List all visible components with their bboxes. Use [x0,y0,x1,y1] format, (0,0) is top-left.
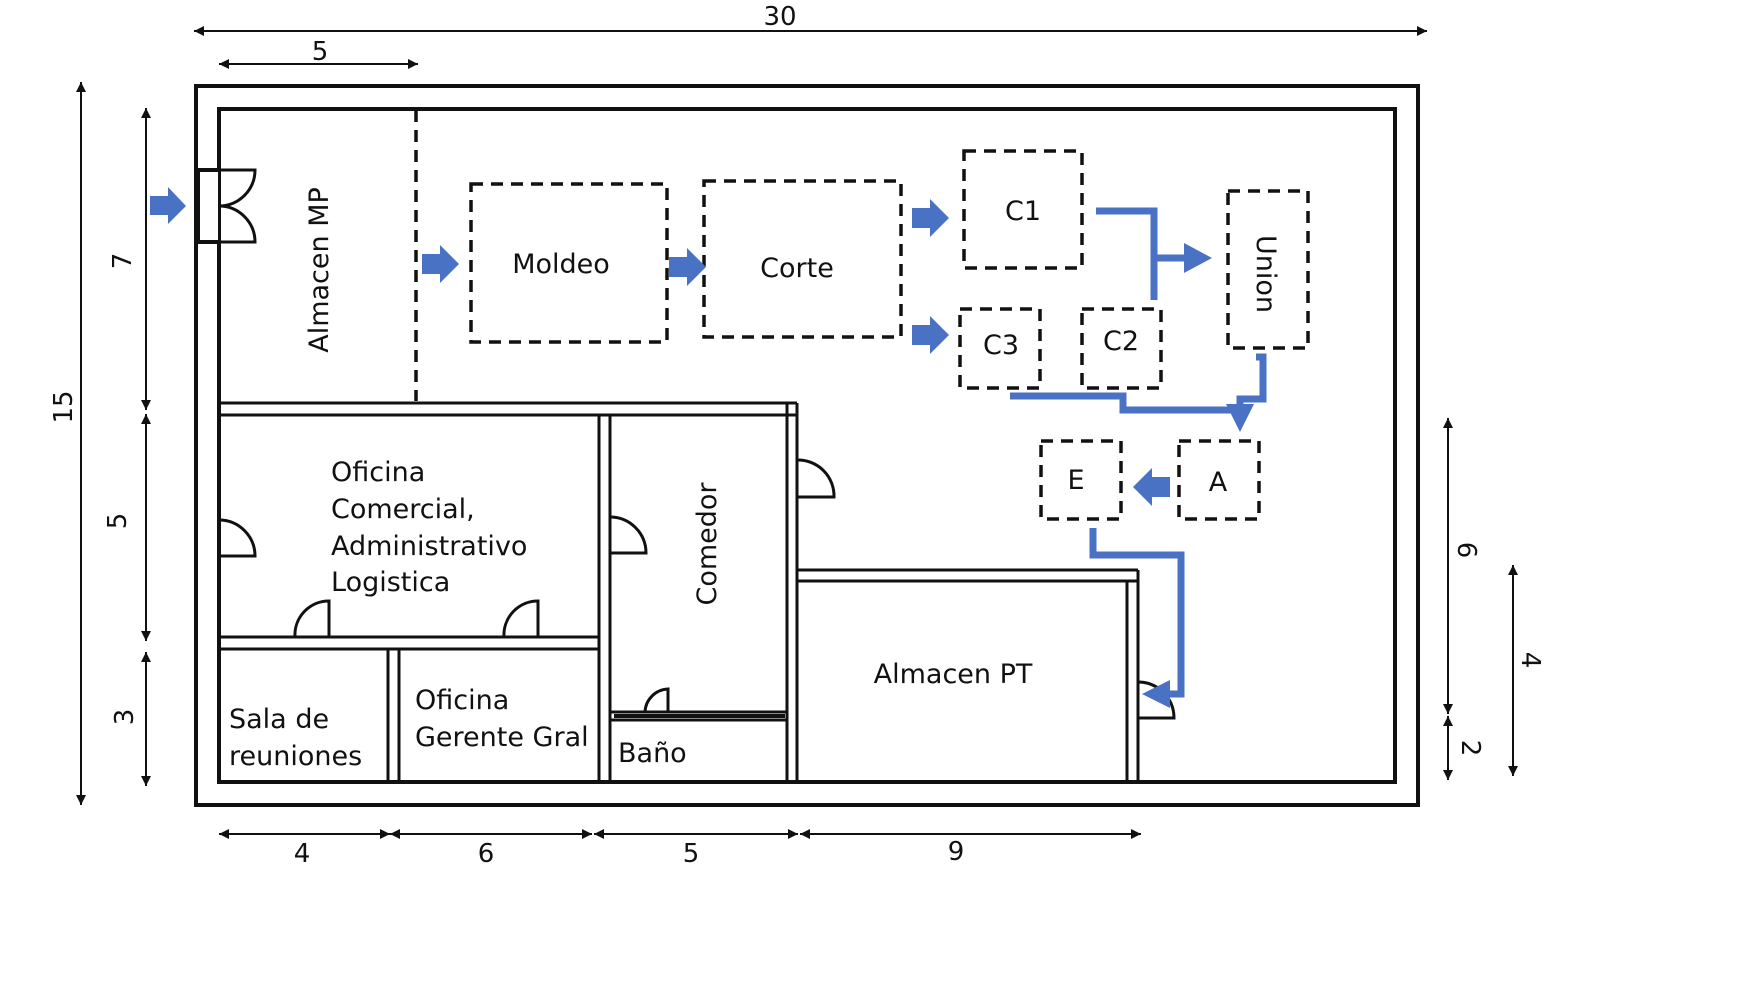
station-corte [702,179,903,339]
dim-label-total-width: 30 [763,2,796,32]
station-moldeo [469,182,669,344]
station-c1 [962,149,1084,270]
interior-walls [219,110,1140,782]
flow-head-to-union [1184,243,1212,273]
flow-head-to-a [1226,404,1254,432]
room-label-bano: Baño [618,738,687,769]
door-bano [643,687,670,713]
flow-line-e-to-almacen-pt [1089,528,1185,698]
outer-wall-interior [217,107,1397,784]
door-oficina-comercial-bottom-1 [293,599,331,638]
station-label-union: Union [1250,235,1281,313]
room-label-sala-line2: reuniones [229,741,362,772]
room-label-almacen-pt: Almacen PT [874,659,1033,690]
door-comedor [609,515,648,555]
entrance-door-lower [218,204,257,244]
room-label-oficina-comercial-line2: Comercial, [331,494,475,525]
flow-arrow-a-to-e [1133,468,1170,506]
station-label-c3: C3 [983,330,1019,361]
room-label-oficina-comercial-line4: Logistica [331,567,450,598]
flow-arrow-entrance [150,187,186,224]
dim-label-left-middle: 5 [103,513,133,530]
station-label-moldeo: Moldeo [512,249,610,280]
dim-label-almacen-mp-width: 5 [312,37,329,67]
room-label-gerente-line2: Gerente Gral [415,722,589,753]
room-label-gerente-line1: Oficina [415,685,509,716]
entrance-opening [198,170,218,242]
room-label-sala-line1: Sala de [229,704,329,735]
door-comedor-right [796,458,836,499]
flow-line-c1-down [1096,207,1158,300]
process-flow [150,187,1267,708]
station-label-e: E [1067,465,1084,496]
dim-label-bottom-sala: 4 [294,839,311,869]
dim-label-right-4: 4 [1515,652,1545,669]
room-label-almacen-mp: Almacen MP [304,187,335,353]
station-labels: Moldeo Corte C1 C3 C2 Union A E [512,196,1281,498]
flow-arrow-to-c3 [912,316,949,354]
station-label-corte: Corte [760,253,834,284]
station-label-c1: C1 [1005,196,1041,227]
flow-arrow-to-moldeo [422,245,459,283]
flow-line-c3-to-a [1010,392,1240,414]
flow-arrow-to-corte [669,248,706,286]
dim-label-left-lower: 3 [110,709,140,726]
outer-wall-exterior [194,84,1420,807]
station-label-c2: C2 [1103,326,1139,357]
station-union [1226,189,1310,350]
dim-label-right-2: 2 [1455,740,1485,757]
dim-label-right-6: 6 [1451,542,1481,559]
door-oficina-comercial-bottom-2 [502,599,540,638]
dim-label-bottom-oficina: 6 [478,839,495,869]
room-labels: Almacen MP Oficina Comercial, Administra… [229,187,1033,772]
flow-arrow-to-c1 [912,199,949,237]
station-e [1039,439,1123,521]
dimension-annotations: 30 5 15 7 5 3 4 6 5 [49,2,1545,869]
dim-label-bottom-almacen-pt: 9 [948,837,965,867]
room-label-oficina-comercial-line1: Oficina [331,457,425,488]
station-c3 [958,307,1042,390]
dim-label-total-height: 15 [49,390,79,423]
flow-head-to-almacen-pt [1142,680,1170,708]
station-label-a: A [1209,467,1228,498]
room-label-comedor: Comedor [692,482,723,606]
production-stations [469,149,1310,521]
room-label-oficina-comercial-line3: Administrativo [331,531,527,562]
outer-walls [194,84,1420,807]
dim-label-bottom-comedor: 5 [683,839,700,869]
flow-line-union-to-a [1236,353,1267,408]
dim-label-left-upper: 7 [108,253,138,270]
entrance-door-upper [218,168,257,208]
door-oficina-comercial-left [218,518,257,558]
station-a [1177,439,1261,521]
